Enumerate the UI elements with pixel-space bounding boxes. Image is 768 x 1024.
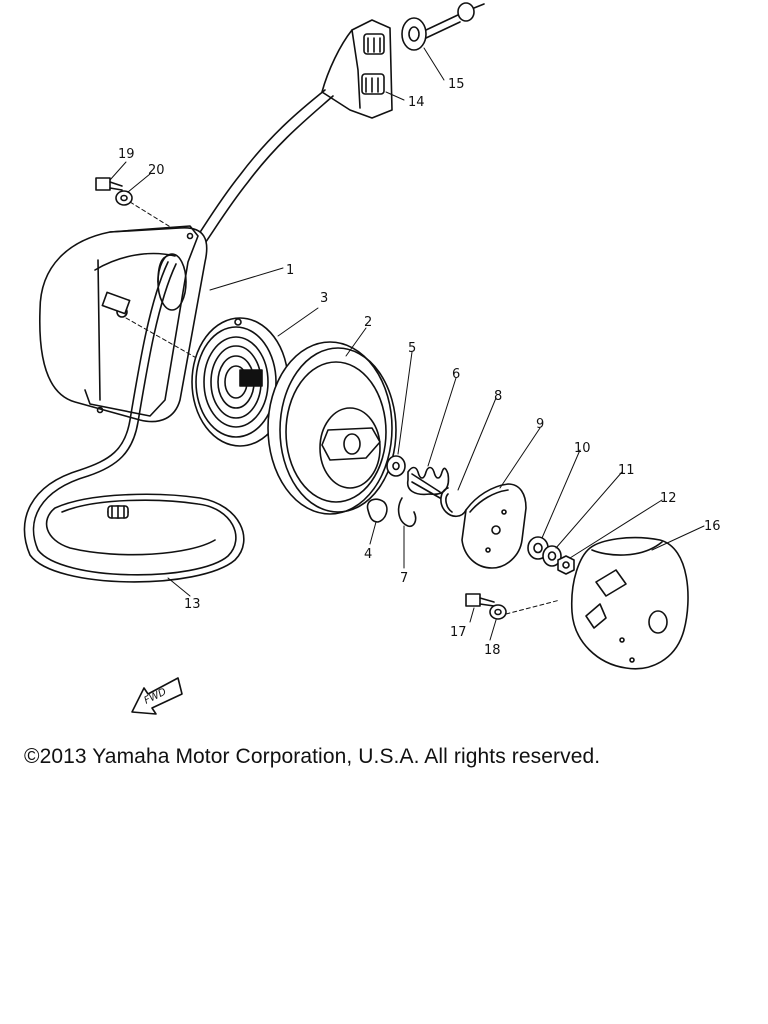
fwd-arrow-icon: FWD bbox=[131, 677, 183, 715]
callout-5: 5 bbox=[408, 341, 416, 356]
bolt-17 bbox=[465, 593, 495, 607]
callout-2: 2 bbox=[364, 315, 372, 330]
callout-7: 7 bbox=[400, 571, 408, 586]
pawl-4 bbox=[366, 498, 388, 523]
callout-12: 12 bbox=[660, 491, 677, 506]
callout-4: 4 bbox=[364, 547, 372, 562]
callout-11: 11 bbox=[618, 463, 635, 478]
callout-20: 20 bbox=[148, 163, 165, 178]
callout-15: 15 bbox=[448, 77, 465, 92]
starter-housing bbox=[39, 225, 208, 423]
bolt-19 bbox=[95, 177, 123, 191]
spring-6 bbox=[406, 466, 450, 499]
callout-16: 16 bbox=[704, 519, 721, 534]
callout-3: 3 bbox=[320, 291, 328, 306]
spring-case-3 bbox=[191, 317, 289, 447]
callout-19: 19 bbox=[118, 147, 135, 162]
callout-9: 9 bbox=[536, 417, 544, 432]
circlip-8 bbox=[440, 487, 467, 518]
washer-20 bbox=[115, 190, 133, 206]
nut-12 bbox=[557, 555, 575, 575]
callout-8: 8 bbox=[494, 389, 502, 404]
starter-handle bbox=[321, 19, 393, 119]
callout-6: 6 bbox=[452, 367, 460, 382]
spring-7 bbox=[397, 497, 417, 528]
starter-rope bbox=[194, 89, 334, 247]
callout-14: 14 bbox=[408, 95, 425, 110]
sheave-drum-2 bbox=[267, 341, 397, 515]
rope-13 bbox=[23, 261, 245, 583]
washer-11 bbox=[542, 545, 562, 567]
friction-plate-9 bbox=[461, 483, 527, 569]
callout-13: 13 bbox=[184, 597, 201, 612]
handle-cap-washer bbox=[401, 2, 485, 51]
callout-17: 17 bbox=[450, 625, 467, 640]
washer-18 bbox=[489, 604, 507, 620]
callout-10: 10 bbox=[574, 441, 591, 456]
callout-1: 1 bbox=[286, 263, 294, 278]
callout-18: 18 bbox=[484, 643, 501, 658]
parts-diagram: 1 2 3 4 5 6 7 8 9 10 11 12 13 14 15 16 1… bbox=[23, 2, 721, 715]
cover-16 bbox=[570, 536, 689, 670]
copyright-text: ©2013 Yamaha Motor Corporation, U.S.A. A… bbox=[24, 745, 601, 768]
washer-5 bbox=[386, 455, 406, 477]
